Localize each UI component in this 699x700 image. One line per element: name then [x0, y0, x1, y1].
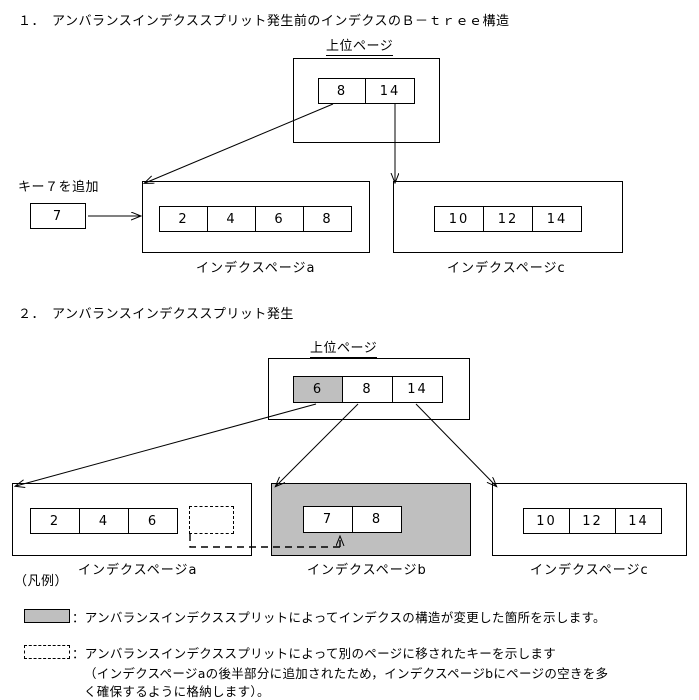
section1-page-a-label: インデクスページa — [196, 261, 316, 276]
s2-arrow-root14-to-page-c — [415, 403, 496, 486]
section1-page-c-cells: 10 12 14 — [434, 206, 582, 232]
section1-page-a-cell-2: 6 — [255, 206, 304, 232]
section1-page-a-cell-0: 2 — [159, 206, 208, 232]
legend-dashed-text-line2: （インデクスページaの後半部分に追加されたため，インデクスページbにページの空き… — [84, 666, 609, 681]
gray-fill-swatch — [24, 609, 70, 623]
section2-page-c-label: インデクスページc — [530, 563, 649, 578]
section1-root-cells: 8 14 — [318, 78, 415, 104]
section1-heading: １． アンバランスインデクススプリット発生前のインデクスのＢ－ｔｒｅｅ構造 — [18, 14, 510, 29]
section1-page-c-label: インデクスページc — [447, 261, 566, 276]
section1-add-key-label: キー７を追加 — [18, 180, 100, 195]
section2-root-cell-1: 8 — [342, 376, 393, 403]
section1-page-c-cell-2: 14 — [532, 206, 582, 232]
section2-root-page-label: 上位ページ — [310, 337, 378, 358]
legend-dashed-text-line1: ：アンバランスインデクススプリットによって別のページに移されたキーを示します — [72, 646, 557, 661]
section2-page-c-cells: 10 12 14 — [523, 508, 662, 534]
section2-page-b-label: インデクスページb — [307, 563, 427, 578]
s2-arrow-root6-to-page-a — [16, 403, 317, 486]
section1-root-cell-1: 14 — [365, 78, 415, 104]
legend-gray-text: ：アンバランスインデクススプリットによってインデクスの構造が変更した箇所を示しま… — [72, 610, 606, 625]
section2-page-a-cells: 2 4 6 — [30, 508, 178, 534]
section1-page-a-cell-3: 8 — [303, 206, 352, 232]
s1-arrow-root8-to-page-a — [145, 103, 334, 183]
section2-page-a-cell-0: 2 — [30, 508, 80, 534]
section1-add-key-box: 7 — [30, 203, 86, 229]
section2-page-b-cell-1: 8 — [352, 506, 402, 533]
section2-heading: ２． アンバランスインデクススプリット発生 — [18, 307, 294, 322]
section2-page-c-cell-0: 10 — [523, 508, 570, 534]
legend-title: （凡例） — [14, 574, 69, 589]
s2-dashed-connector — [189, 534, 340, 548]
section1-root-page-label: 上位ページ — [326, 35, 394, 56]
section2-root-cell-2: 14 — [392, 376, 443, 403]
section2-root-cells: 6 8 14 — [293, 376, 443, 403]
legend-dashed-text-line3: く確保するように格納します）。 — [84, 684, 270, 699]
section2-page-a-moved-key-cell — [189, 506, 234, 534]
section1-page-c-cell-0: 10 — [434, 206, 484, 232]
section2-page-c-cell-2: 14 — [615, 508, 662, 534]
s2-arrow-root8-to-page-b — [276, 403, 359, 486]
section2-root-cell-0: 6 — [293, 376, 343, 403]
dashed-box-swatch — [24, 645, 70, 659]
section1-page-a-cell-1: 4 — [207, 206, 256, 232]
section1-page-a-cells: 2 4 6 8 — [159, 206, 352, 232]
section2-page-b-cell-0: 7 — [303, 506, 353, 533]
section1-root-cell-0: 8 — [318, 78, 366, 104]
section2-page-b-cells: 7 8 — [303, 506, 402, 533]
section2-page-a-label: インデクスページa — [78, 563, 198, 578]
section1-page-c-cell-1: 12 — [483, 206, 533, 232]
section2-page-a-cell-2: 6 — [128, 508, 178, 534]
section2-page-c-cell-1: 12 — [569, 508, 616, 534]
